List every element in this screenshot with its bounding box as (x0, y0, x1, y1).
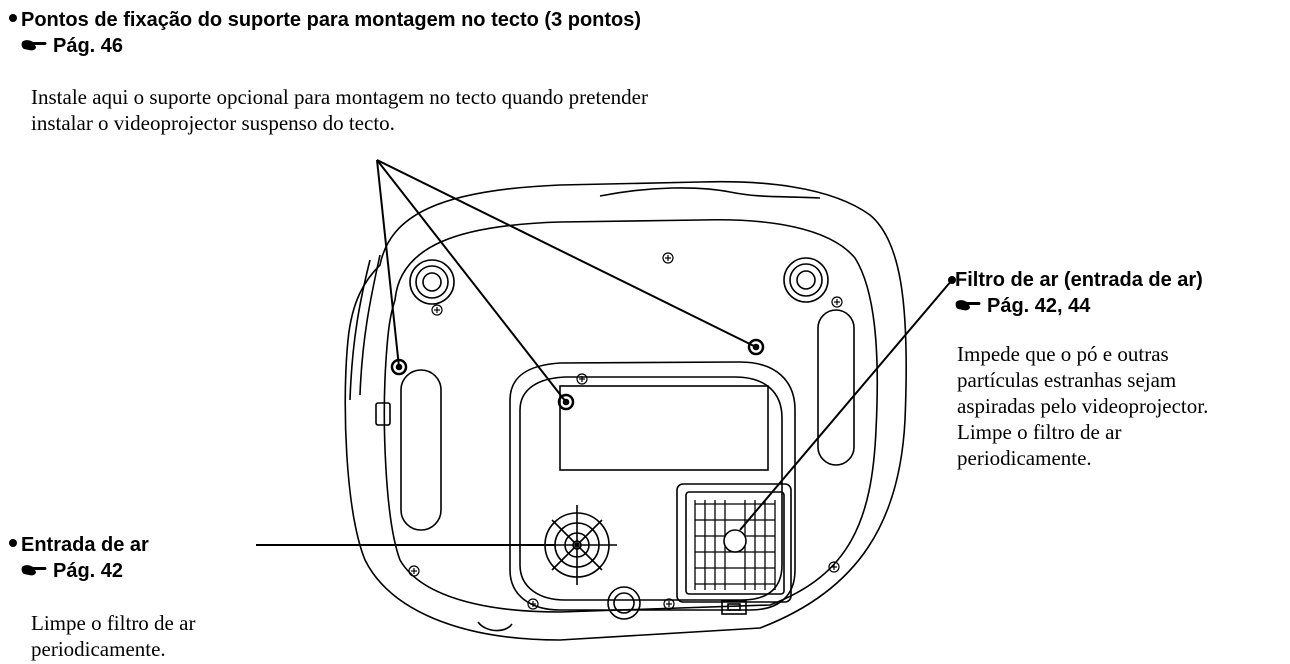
air-filter-line: partículas estranhas sejam (957, 368, 1177, 392)
mount-points-page-reference[interactable]: Pág. 46 (9, 33, 641, 59)
bullet-dot (9, 538, 17, 547)
air-filter-title: Filtro de ar (entrada de ar) (955, 269, 1203, 291)
air-filter-description: Impede que o pó e outras partículas estr… (957, 341, 1208, 471)
air-intake-line: periodicamente. (31, 637, 166, 661)
mount-points-page-ref-text: Pág. 46 (53, 35, 124, 57)
mount-points-description-line1: Instale aqui o suporte opcional para mon… (31, 85, 648, 109)
pointing-hand-icon (21, 564, 47, 576)
air-intake-line: Limpe o filtro de ar (31, 611, 196, 635)
air-intake-heading: Entrada de ar Pág. 42 (9, 532, 149, 584)
bullet-dot (9, 13, 17, 22)
air-filter-line: Impede que o pó e outras (957, 342, 1169, 366)
air-filter-line: periodicamente. (957, 446, 1092, 470)
air-intake-page-reference[interactable]: Pág. 42 (9, 558, 149, 584)
mount-points-description: Instale aqui o suporte opcional para mon… (31, 84, 648, 136)
air-intake-description: Limpe o filtro de ar periodicamente. (31, 610, 195, 662)
air-filter-page-ref-text: Pág. 42, 44 (987, 295, 1091, 317)
air-filter-line: aspiradas pelo videoprojector. (957, 394, 1209, 418)
mount-points-title: Pontos de fixação do suporte para montag… (21, 9, 642, 31)
mount-points-heading: Pontos de fixação do suporte para montag… (9, 7, 641, 59)
air-filter-heading: Filtro de ar (entrada de ar) Pág. 42, 44 (955, 267, 1203, 319)
air-intake-page-ref-text: Pág. 42 (53, 560, 124, 582)
air-filter-page-reference[interactable]: Pág. 42, 44 (955, 293, 1203, 319)
air-intake-title: Entrada de ar (21, 534, 149, 556)
pointing-hand-icon (21, 39, 47, 51)
mount-points-description-line2: instalar o videoprojector suspenso do te… (31, 111, 395, 135)
pointing-hand-icon (955, 299, 981, 311)
air-filter-line: Limpe o filtro de ar (957, 420, 1122, 444)
